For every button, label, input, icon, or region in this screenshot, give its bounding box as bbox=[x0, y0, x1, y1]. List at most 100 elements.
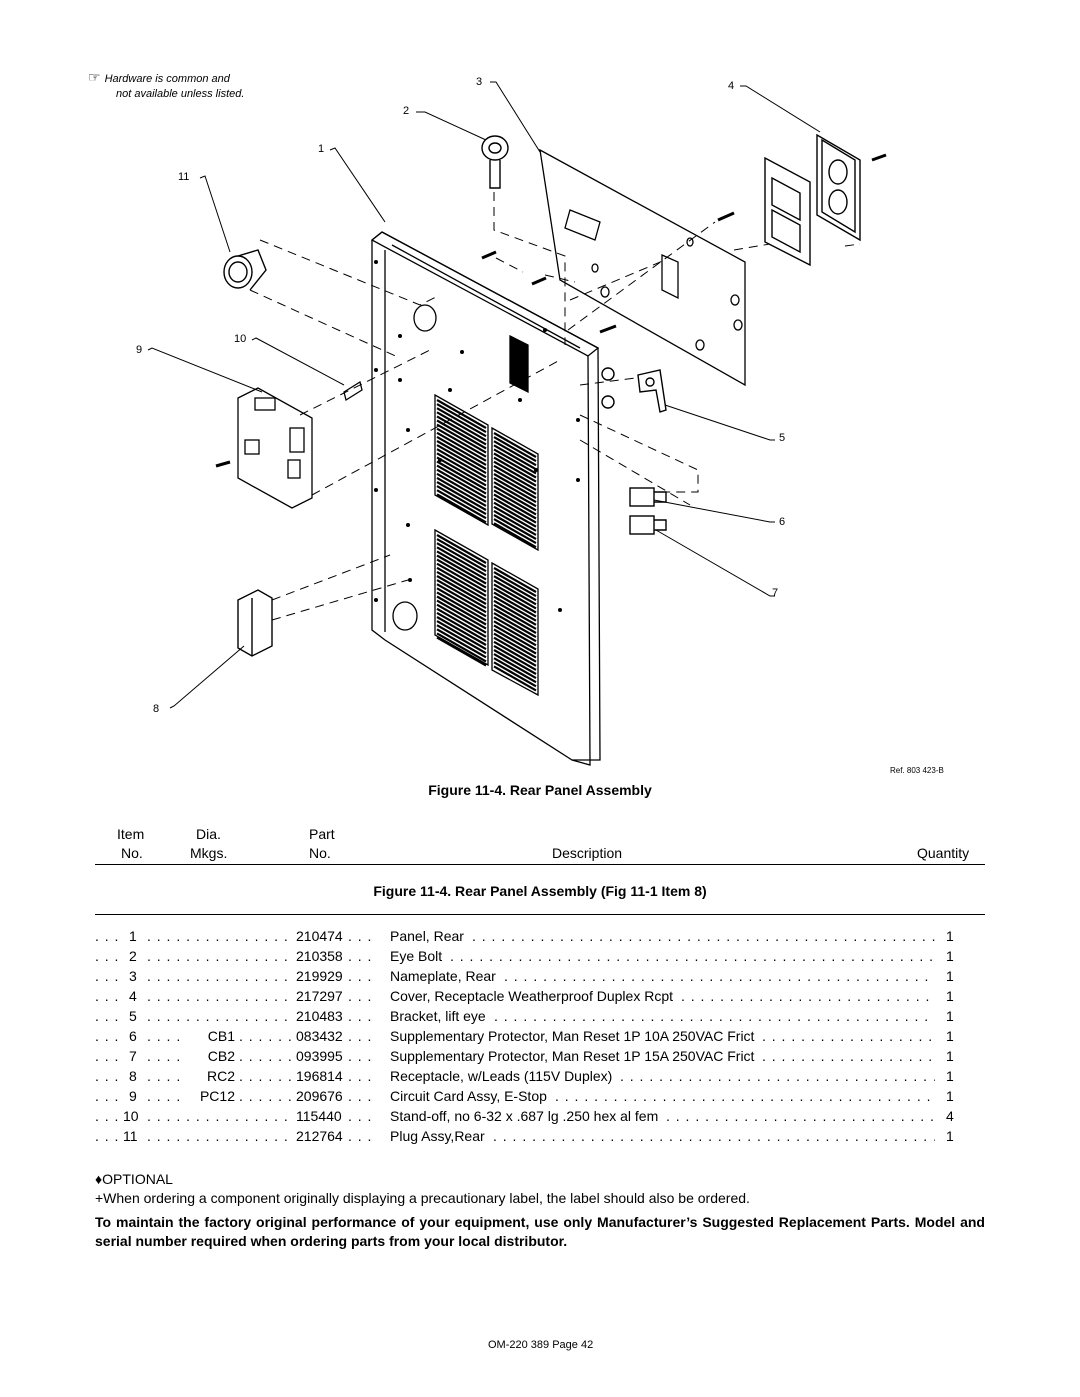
row-description: Supplementary Protector, Man Reset 1P 15… bbox=[390, 1048, 755, 1064]
row-item-no: 8 bbox=[129, 1068, 137, 1084]
eye-bolt bbox=[481, 135, 509, 189]
row-quantity: 1 bbox=[946, 948, 954, 964]
louvre-slat bbox=[493, 636, 537, 663]
row-quantity: 1 bbox=[946, 968, 954, 984]
louvre-slat bbox=[493, 468, 537, 495]
receptacle-with-leads bbox=[237, 589, 273, 657]
row-part-no: 209676 bbox=[296, 1088, 343, 1104]
louvre-slat bbox=[493, 481, 537, 508]
row-part-no: 196814 bbox=[296, 1068, 343, 1084]
louvre-slat bbox=[436, 468, 487, 499]
louvre-slat bbox=[436, 554, 487, 585]
louvre-slat bbox=[436, 489, 487, 520]
louvre-slat bbox=[436, 534, 487, 564]
row-item-no: 2 bbox=[129, 948, 137, 964]
callout-10: 10 bbox=[234, 333, 247, 345]
louvre-slat bbox=[493, 489, 537, 516]
row-part-no: 115440 bbox=[296, 1108, 342, 1124]
louvre-slat bbox=[493, 587, 537, 614]
louvre-slat bbox=[436, 431, 487, 462]
header-dia-line2: Mkgs. bbox=[190, 845, 228, 861]
row-item-no: 10 bbox=[123, 1108, 139, 1124]
louvre-slat bbox=[493, 464, 537, 491]
louvre-slat bbox=[436, 562, 487, 593]
louvre-slat bbox=[493, 579, 537, 606]
row-description: Circuit Card Assy, E-Stop bbox=[390, 1088, 547, 1104]
row-dia-mkgs: PC12 bbox=[199, 1088, 235, 1104]
louvre-slat bbox=[436, 616, 487, 646]
louvre-slat bbox=[493, 632, 537, 659]
row-item-no: 5 bbox=[129, 1008, 137, 1024]
table-row: . . .4. . . . . . . . . . . . . . .21729… bbox=[95, 988, 954, 1004]
louvre-slat bbox=[436, 493, 487, 524]
louvre-slat bbox=[493, 616, 537, 643]
callout-6: 6 bbox=[779, 516, 786, 528]
circuit-card-estop bbox=[237, 387, 313, 509]
louvre-slat bbox=[436, 566, 487, 597]
louvre-slat bbox=[493, 571, 537, 598]
hardware-note: ☞Hardware is common and not available un… bbox=[88, 70, 244, 102]
louvre-slat bbox=[493, 505, 537, 532]
panel-round-hole bbox=[392, 601, 418, 631]
row-part-no: 083432 bbox=[296, 1028, 343, 1044]
replacement-parts-notice: To maintain the factory original perform… bbox=[95, 1214, 985, 1249]
louvre-slat bbox=[436, 419, 487, 450]
header-description: Description bbox=[552, 845, 623, 861]
louvre-slat bbox=[493, 620, 537, 647]
louvre-slat bbox=[436, 427, 487, 458]
louvre-slat bbox=[493, 575, 537, 602]
ordering-note: +When ordering a component originally di… bbox=[95, 1190, 750, 1206]
louvre-slat bbox=[436, 546, 487, 577]
header-quantity: Quantity bbox=[917, 845, 970, 861]
callout-8: 8 bbox=[153, 703, 160, 715]
table-row: . . .6. . . .CB1. . . . . .083432. . .Su… bbox=[95, 1028, 954, 1044]
row-quantity: 1 bbox=[946, 1128, 954, 1144]
row-item-no: 1 bbox=[129, 928, 137, 944]
row-part-no: 210358 bbox=[296, 948, 343, 964]
louvre-slat bbox=[493, 448, 537, 475]
row-item-no: 9 bbox=[129, 1088, 137, 1104]
louvre-slat bbox=[436, 558, 487, 589]
row-quantity: 1 bbox=[946, 928, 954, 944]
louvre-slat bbox=[436, 403, 487, 434]
louvre-slat bbox=[493, 595, 537, 622]
louvre-slat bbox=[436, 415, 487, 446]
note-line-1: Hardware is common and bbox=[104, 73, 230, 85]
table-row: . . .9. . . .PC12. . . . . .209676. . .C… bbox=[95, 1088, 954, 1104]
louvre-slat bbox=[493, 603, 537, 630]
row-description: Plug Assy,Rear bbox=[390, 1128, 485, 1144]
louvre-slat bbox=[436, 411, 487, 442]
louvre-slat bbox=[493, 661, 537, 688]
louvre-slat bbox=[493, 473, 537, 499]
row-description: Panel, Rear bbox=[390, 928, 464, 944]
row-item-no: 3 bbox=[129, 968, 137, 984]
louvre-slat bbox=[493, 567, 537, 593]
row-dia-mkgs: RC2 bbox=[206, 1068, 235, 1084]
louvre-slat bbox=[493, 444, 537, 471]
optional-label: ♦OPTIONAL bbox=[95, 1171, 173, 1187]
louvre-slat bbox=[436, 599, 487, 630]
louvre-slat bbox=[493, 460, 537, 487]
louvre-slat bbox=[436, 464, 487, 495]
row-part-no: 093995 bbox=[296, 1048, 343, 1064]
louvre-slat bbox=[436, 542, 487, 573]
louvre-slat bbox=[493, 509, 537, 536]
louvre-slat bbox=[493, 591, 537, 618]
louvre-slat bbox=[493, 612, 537, 639]
table-row: . . .5. . . . . . . . . . . . . . .21048… bbox=[95, 1008, 954, 1024]
louvre-slat bbox=[493, 624, 537, 651]
callout-9: 9 bbox=[136, 344, 143, 356]
louvre-slat bbox=[436, 575, 487, 605]
row-quantity: 1 bbox=[946, 988, 954, 1004]
louvre-slat bbox=[493, 456, 537, 483]
header-part-line2: No. bbox=[309, 845, 331, 861]
louvre-slat bbox=[493, 649, 537, 675]
louvre-slat bbox=[436, 481, 487, 511]
row-description: Nameplate, Rear bbox=[390, 968, 496, 984]
stand-off bbox=[343, 380, 363, 402]
louvre-slat bbox=[493, 493, 537, 520]
header-part-line1: Part bbox=[309, 826, 335, 842]
louvre-slat bbox=[436, 587, 487, 618]
row-description: Bracket, lift eye bbox=[390, 1008, 486, 1024]
louvre-slat bbox=[436, 603, 487, 634]
